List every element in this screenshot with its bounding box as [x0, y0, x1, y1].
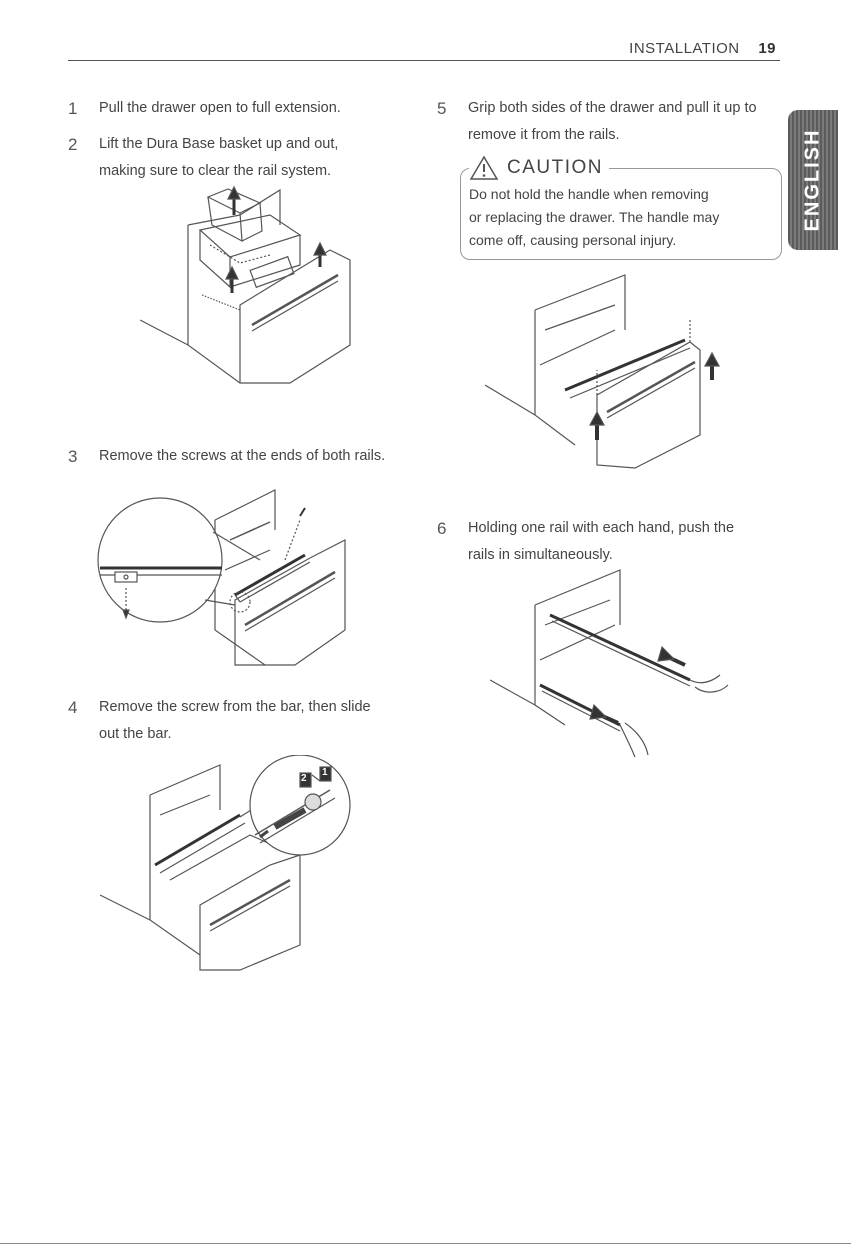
- step-text-line: Pull the drawer open to full extension.: [99, 100, 341, 116]
- caution-header: CAUTION: [469, 155, 609, 181]
- page-header: INSTALLATION 19: [629, 40, 776, 57]
- step-number: 5: [437, 99, 447, 118]
- drawer-lift-illustration: [485, 274, 721, 469]
- footer-rule: [0, 1243, 851, 1244]
- caution-text-line: Do not hold the handle when removing: [469, 186, 709, 202]
- step-number: 3: [68, 447, 78, 466]
- caution-text-line: come off, causing personal injury.: [469, 232, 677, 248]
- step-number: 2: [68, 135, 78, 154]
- bar-screw-illustration: [100, 755, 351, 971]
- step-number: 4: [68, 698, 78, 717]
- step-text-line: Remove the screw from the bar, then slid…: [99, 699, 371, 715]
- push-rails-illustration: [490, 569, 729, 758]
- step-text-line: Holding one rail with each hand, push th…: [468, 520, 735, 536]
- step-text-line: Remove the screws at the ends of both ra…: [99, 448, 386, 464]
- rail-screws-illustration: [97, 489, 346, 666]
- language-tab: ENGLISH: [788, 110, 838, 250]
- step-text-line: making sure to clear the rail system.: [99, 163, 332, 179]
- section-title: INSTALLATION: [629, 40, 740, 57]
- step-text-line: remove it from the rails.: [468, 127, 620, 143]
- caution-box: CAUTION Do not hold the handle when remo…: [460, 155, 782, 260]
- basket-removal-illustration: [140, 185, 351, 384]
- header-rule: [68, 60, 780, 61]
- warning-triangle-icon: [469, 155, 499, 180]
- step-text-line: Grip both sides of the drawer and pull i…: [468, 100, 757, 116]
- caution-text: Do not hold the handle when removing or …: [469, 183, 769, 252]
- step-text-line: Lift the Dura Base basket up and out,: [99, 136, 339, 152]
- callout-one: 1: [322, 767, 328, 778]
- step-text-line: out the bar.: [99, 726, 172, 742]
- caution-text-line: or replacing the drawer. The handle may: [469, 209, 720, 225]
- callout-two: 2: [301, 773, 307, 784]
- caution-title: CAUTION: [507, 157, 603, 178]
- step-number: 6: [437, 519, 447, 538]
- language-tab-label: ENGLISH: [801, 128, 824, 232]
- step-number: 1: [68, 99, 78, 118]
- step-text-line: rails in simultaneously.: [468, 547, 613, 563]
- page-number: 19: [758, 40, 776, 57]
